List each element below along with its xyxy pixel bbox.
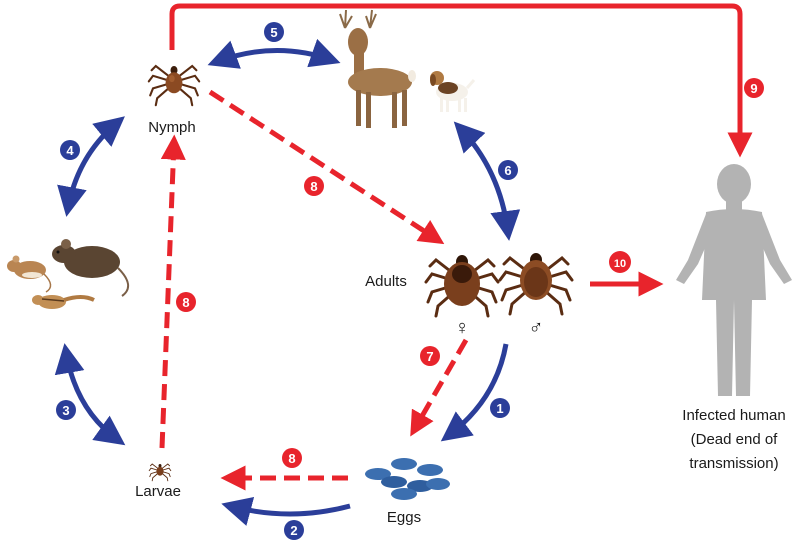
step-badge-5: 5 xyxy=(264,22,284,42)
deer-icon xyxy=(339,9,416,128)
step-badge-9: 9 xyxy=(744,78,764,98)
larva-tick-icon xyxy=(148,463,172,482)
step-number-5: 5 xyxy=(270,25,277,40)
rat-icon xyxy=(52,239,129,297)
step-number-3: 3 xyxy=(62,403,69,418)
step-number-9: 9 xyxy=(750,81,757,96)
female-tick-icon xyxy=(424,255,500,318)
step-number-10: 10 xyxy=(614,258,626,270)
step-badge-3: 3 xyxy=(56,400,76,420)
step-badge-8-eggs-larvae: 8 xyxy=(282,448,302,468)
arrow-8-nymph-adults xyxy=(208,89,445,245)
human-label-line3: transmission) xyxy=(689,455,778,472)
human-label-line2: (Dead end of xyxy=(691,431,779,448)
step-number-1: 1 xyxy=(496,401,503,416)
step-number-8: 8 xyxy=(310,179,317,194)
larvae-label: Larvae xyxy=(135,483,181,500)
step-number-7: 7 xyxy=(426,349,433,364)
arrow-9-nymph-to-human xyxy=(169,3,753,158)
arrow-5-nymph-deer xyxy=(207,38,341,69)
arrow-1-adults-eggs xyxy=(440,343,509,442)
step-number-8: 8 xyxy=(182,295,189,310)
male-tick-icon xyxy=(498,253,574,316)
step-badge-6: 6 xyxy=(498,160,518,180)
arrow-3-mice-larvae xyxy=(54,343,126,446)
adults-label: Adults xyxy=(365,273,407,290)
eggs-label: Eggs xyxy=(387,509,421,526)
nymph-label: Nymph xyxy=(148,119,196,136)
step-badge-8-nymph-adults: 8 xyxy=(304,176,324,196)
tick-nymph-icon xyxy=(147,64,201,107)
step-badge-4: 4 xyxy=(60,140,80,160)
step-badge-8-larvae-nymph: 8 xyxy=(176,292,196,312)
arrow-6-deer-adults xyxy=(453,121,521,241)
eggs-icon xyxy=(365,458,450,500)
arrow-8-larvae-nymph xyxy=(159,134,186,449)
step-badge-1: 1 xyxy=(490,398,510,418)
step-number-8: 8 xyxy=(288,451,295,466)
human-label-line1: Infected human xyxy=(682,407,785,424)
mouse-icon xyxy=(7,255,52,293)
step-number-6: 6 xyxy=(504,163,511,178)
step-badge-7: 7 xyxy=(420,346,440,366)
step-number-2: 2 xyxy=(290,523,297,538)
step-badge-2: 2 xyxy=(284,520,304,540)
human-silhouette-icon xyxy=(676,164,792,396)
step-badge-10: 10 xyxy=(609,251,631,273)
arrow-7-female-eggs xyxy=(410,338,469,437)
step-number-4: 4 xyxy=(66,143,74,158)
chipmunk-icon xyxy=(32,295,95,309)
female-symbol: ♀ xyxy=(455,317,470,339)
arrow-4-nymph-mice xyxy=(57,116,125,217)
dog-icon xyxy=(430,71,476,112)
male-symbol: ♂ xyxy=(529,317,544,339)
arrow-2-eggs-larvae xyxy=(221,496,351,526)
